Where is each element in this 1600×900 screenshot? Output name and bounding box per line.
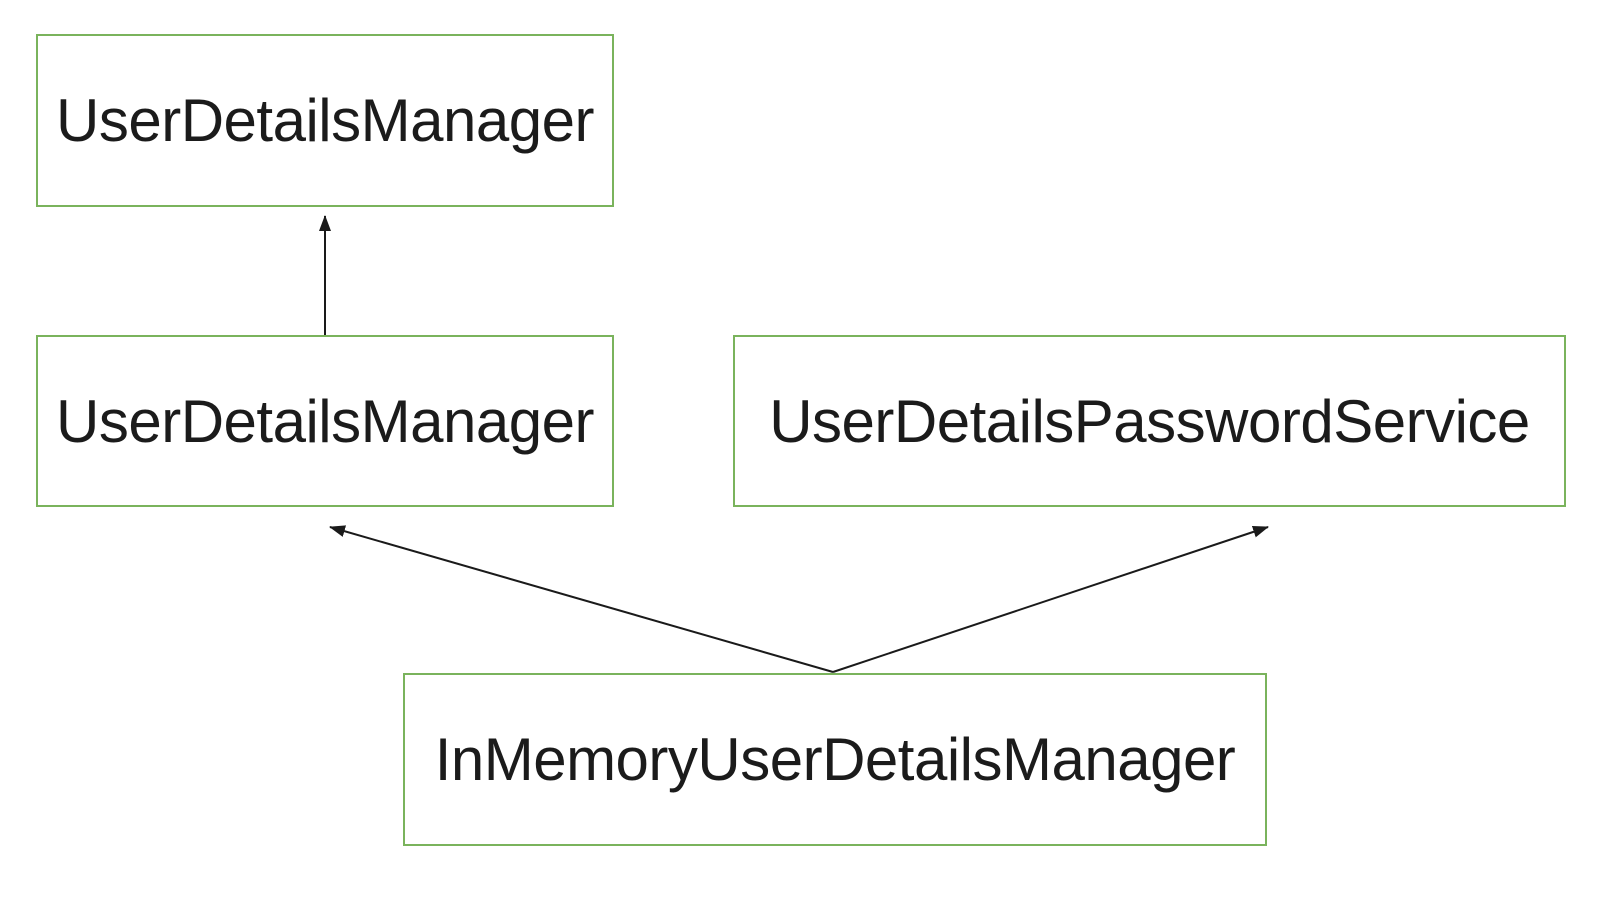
- node-label-userdetailsmanager-top: UserDetailsManager: [56, 87, 594, 154]
- node-userdetailspasswordservice: UserDetailsPasswordService: [733, 335, 1566, 507]
- node-userdetailsmanager-mid: UserDetailsManager: [36, 335, 614, 507]
- arrow-inmemory-to-passwordservice-icon: [832, 526, 1269, 673]
- node-label-userdetailsmanager-mid: UserDetailsManager: [56, 387, 594, 455]
- arrow-inmemory-to-userdetailsmanager-icon: [329, 525, 834, 673]
- node-label-userdetailspasswordservice: UserDetailsPasswordService: [769, 387, 1530, 455]
- node-inmemoryuserdetailsmanager: InMemoryUserDetailsManager: [403, 673, 1267, 846]
- node-label-inmemoryuserdetailsmanager: InMemoryUserDetailsManager: [434, 726, 1236, 793]
- node-userdetailsmanager-top: UserDetailsManager: [36, 34, 614, 207]
